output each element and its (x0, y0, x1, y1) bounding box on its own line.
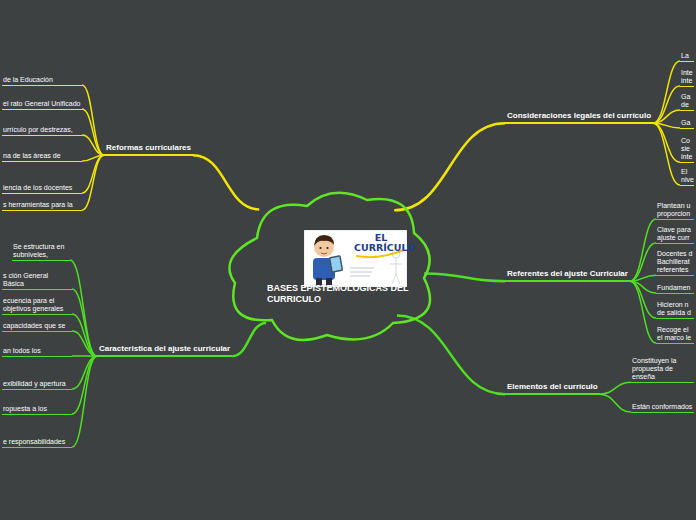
cloud-outline (217, 178, 435, 350)
branch-topic: Elementos del currículo (505, 382, 600, 395)
branch-connector (394, 123, 505, 210)
subtopic: Ga de (680, 93, 694, 111)
branch-connector (653, 110, 680, 123)
topic-text: Docentes d Bachillerat referentes (657, 250, 693, 274)
branch-connector (397, 316, 505, 395)
branch-connector (82, 155, 104, 193)
topic-text: an todos los (3, 347, 71, 355)
subtopic: el rato General Unificado (2, 100, 82, 110)
branch-topic: Caracteristica del ajuste curricular (97, 344, 232, 357)
subtopic: La (680, 52, 694, 62)
branch-connector (630, 281, 656, 343)
branch-connector (653, 86, 680, 123)
branch-connector (630, 243, 656, 281)
branch-connector (630, 219, 656, 281)
topic-text: na de las áreas de (3, 152, 81, 160)
branch-connector (72, 331, 97, 356)
subtopic: Están conformados (631, 403, 694, 413)
branch-connector (82, 155, 104, 210)
curriculum-illustration (304, 230, 407, 287)
subtopic: Constituyen la propuesta de enseña (631, 357, 694, 383)
topic-text: Caracteristica del ajuste curricular (99, 344, 230, 353)
branch-connector (82, 109, 104, 155)
subtopic: Hicieron n de salida d (656, 301, 694, 319)
topic-text: Fundamen (657, 284, 693, 292)
topic-text: Referentes del ajuste Curricular (507, 269, 628, 278)
topic-text: Recoge el el marco le (657, 326, 693, 342)
branch-connector (72, 289, 97, 356)
topic-text: ropuesta a los (3, 405, 71, 413)
branch-connector (72, 314, 97, 356)
subtopic: s ción General Básica (2, 272, 72, 290)
topic-text: Constituyen la propuesta de enseña (632, 357, 693, 381)
branch-connector (82, 135, 104, 155)
branch-topic: Consideraciones legales del currículo (505, 111, 653, 124)
central-title: BASES EPISTEMOLÓGICAS DEL CURRICULO (267, 283, 435, 305)
topic-text: Reformas curriculares (106, 143, 191, 152)
subtopic: e responsabilidades (2, 438, 72, 448)
subtopic: Fundamen (656, 284, 694, 294)
topic-text: Co sie inte (681, 137, 693, 161)
subtopic: Clave para ajuste curr (656, 226, 694, 244)
subtopic: iencia de los docentes (2, 184, 82, 194)
topic-text: ecuencia para el objetivos generales (3, 297, 71, 313)
central-cloud: BASES EPISTEMOLÓGICAS DEL CURRICULO (217, 178, 435, 350)
subtopic: Plantean u proporcion (656, 202, 694, 220)
topic-text: s herramientas para la (3, 201, 81, 209)
subtopic: Ga (680, 119, 694, 129)
topic-text: e responsabilidades (3, 438, 71, 446)
subtopic: de la Educación (2, 76, 82, 86)
branch-connector (600, 382, 631, 394)
subtopic: Se estructura en subniveles, (12, 243, 70, 261)
subtopic: exibilidad y apertura (2, 380, 72, 390)
topic-text: Elementos del currículo (507, 382, 598, 391)
subtopic: ropuesta a los (2, 405, 72, 415)
topic-text: Clave para ajuste curr (657, 226, 693, 242)
subtopic: capacidades que se (2, 322, 72, 332)
topic-text: Consideraciones legales del currículo (507, 111, 651, 120)
topic-text: Inte inte (681, 69, 693, 85)
topic-text: Están conformados (632, 403, 693, 411)
branch-topic: Reformas curriculares (104, 143, 193, 156)
topic-text: La (681, 52, 693, 60)
subtopic: ecuencia para el objetivos generales (2, 297, 72, 315)
subtopic: Docentes d Bachillerat referentes (656, 250, 694, 276)
subtopic: s herramientas para la (2, 201, 82, 211)
topic-text: iencia de los docentes (3, 184, 81, 192)
subtopic: urrículo por destrezas, (2, 126, 82, 136)
subtopic: El nive (680, 168, 694, 186)
branch-connector (232, 323, 266, 356)
branch-topic: Referentes del ajuste Curricular (505, 269, 630, 282)
branch-connector (630, 275, 656, 281)
branch-connector (653, 61, 680, 123)
subtopic: Recoge el el marco le (656, 326, 694, 344)
subtopic: an todos los (2, 347, 72, 357)
topic-text: Ga (681, 119, 693, 127)
topic-text: Se estructura en subniveles, (13, 243, 69, 259)
topic-text: Plantean u proporcion (657, 202, 693, 218)
subtopic: na de las áreas de (2, 152, 82, 162)
subtopic: Inte inte (680, 69, 694, 87)
topic-text: El nive (681, 168, 693, 184)
branch-connector (193, 155, 259, 209)
topic-text: urrículo por destrezas, (3, 126, 81, 134)
subtopic: Co sie inte (680, 137, 694, 163)
topic-text: exibilidad y apertura (3, 380, 71, 388)
branch-connector (82, 85, 104, 155)
branch-connector (600, 394, 631, 412)
topic-text: Hicieron n de salida d (657, 301, 693, 317)
topic-text: de la Educación (3, 76, 81, 84)
branch-connector (70, 260, 97, 356)
branch-connector (424, 273, 505, 281)
topic-text: el rato General Unificado (3, 100, 81, 108)
topic-text: s ción General Básica (3, 272, 71, 288)
topic-text: Ga de (681, 93, 693, 109)
branch-connector (653, 123, 680, 185)
topic-text: capacidades que se (3, 322, 71, 330)
branch-connector (72, 356, 97, 447)
illustration-title: EL CURRÍCULO (354, 233, 408, 253)
